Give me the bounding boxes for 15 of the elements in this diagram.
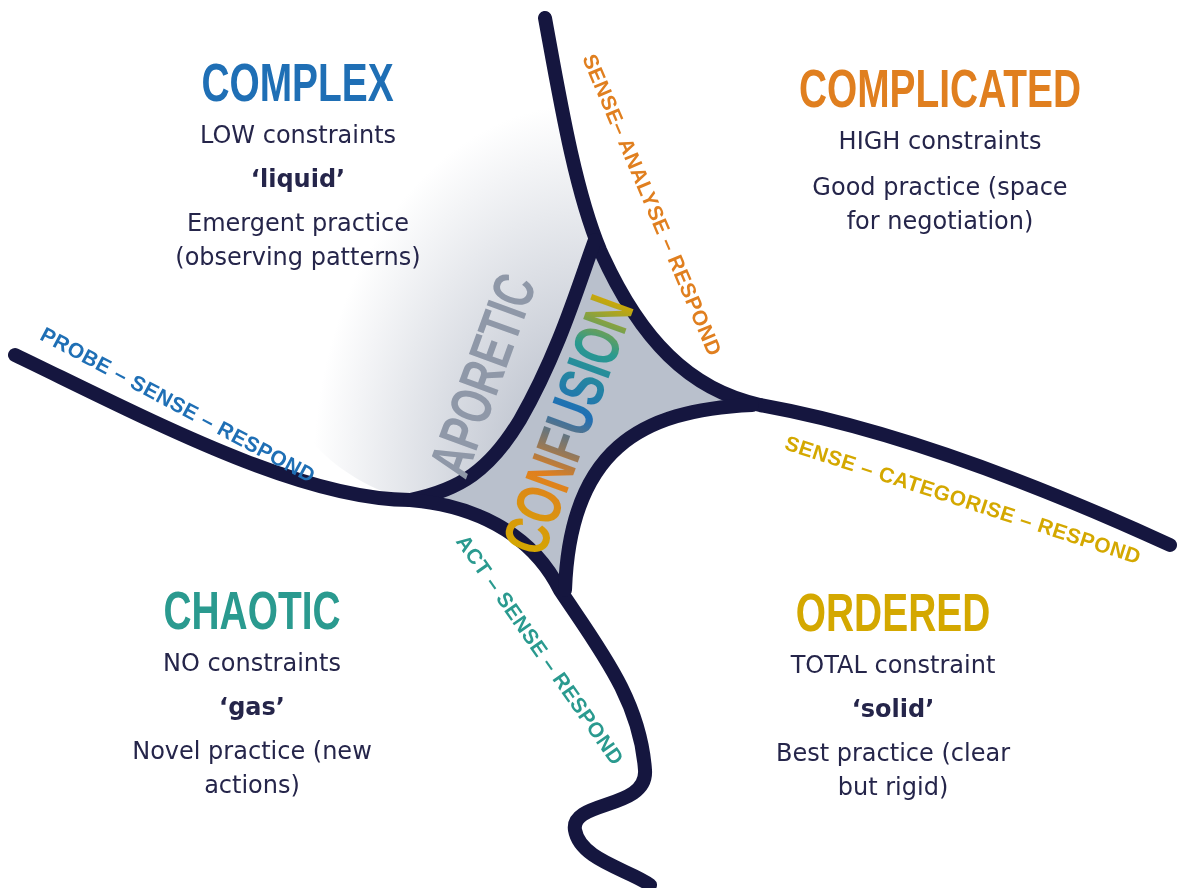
domain-heading: COMPLEX: [201, 52, 395, 112]
constraint-text: HIGH constraints: [838, 126, 1042, 157]
state-text: ‘solid’: [851, 694, 935, 724]
domain-heading: ORDERED: [795, 582, 991, 642]
constraint-text: TOTAL constraint: [790, 650, 996, 681]
domain-heading: COMPLICATED: [798, 58, 1082, 118]
practice-text: Best practice (clear but rigid): [775, 738, 1011, 803]
domain-heading: CHAOTIC: [163, 580, 341, 640]
practice-text: Novel practice (new actions): [131, 736, 373, 801]
state-text: ‘gas’: [219, 692, 285, 722]
constraint-text: NO constraints: [163, 648, 341, 679]
state-text: ‘liquid’: [250, 164, 346, 194]
practice-text: Emergent practice (observing patterns): [174, 208, 422, 273]
constraint-text: LOW constraints: [199, 120, 397, 151]
practice-text: Good practice (space for negotiation): [811, 172, 1069, 237]
